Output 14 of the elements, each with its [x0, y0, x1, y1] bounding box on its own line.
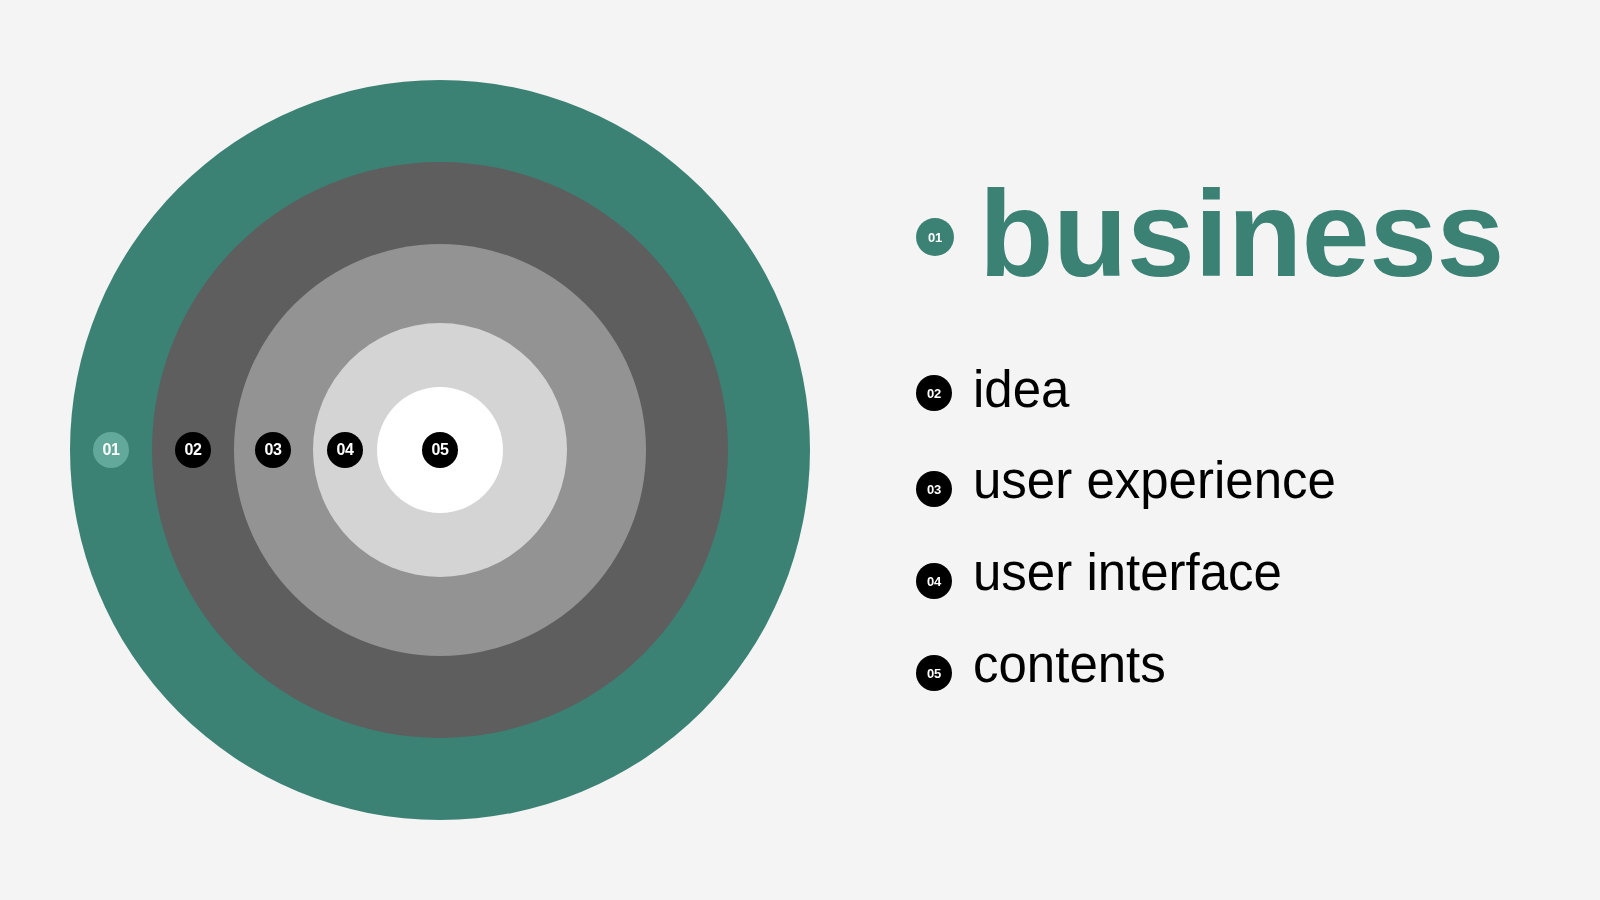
list-item-label: contents	[973, 639, 1166, 690]
number-badge: 05	[422, 432, 458, 468]
number-badge: 01	[916, 218, 954, 256]
number-badge: 03	[916, 471, 952, 507]
number-badge: 02	[175, 432, 211, 468]
list-heading: business	[979, 173, 1504, 295]
list-item-label: idea	[973, 364, 1070, 415]
list-item-label: user interface	[973, 547, 1282, 598]
number-badge: 03	[255, 432, 291, 468]
number-badge: 02	[916, 375, 952, 411]
number-badge: 04	[916, 563, 952, 599]
number-badge: 04	[327, 432, 363, 468]
number-badge: 05	[916, 655, 952, 691]
number-badge: 01	[93, 432, 129, 468]
